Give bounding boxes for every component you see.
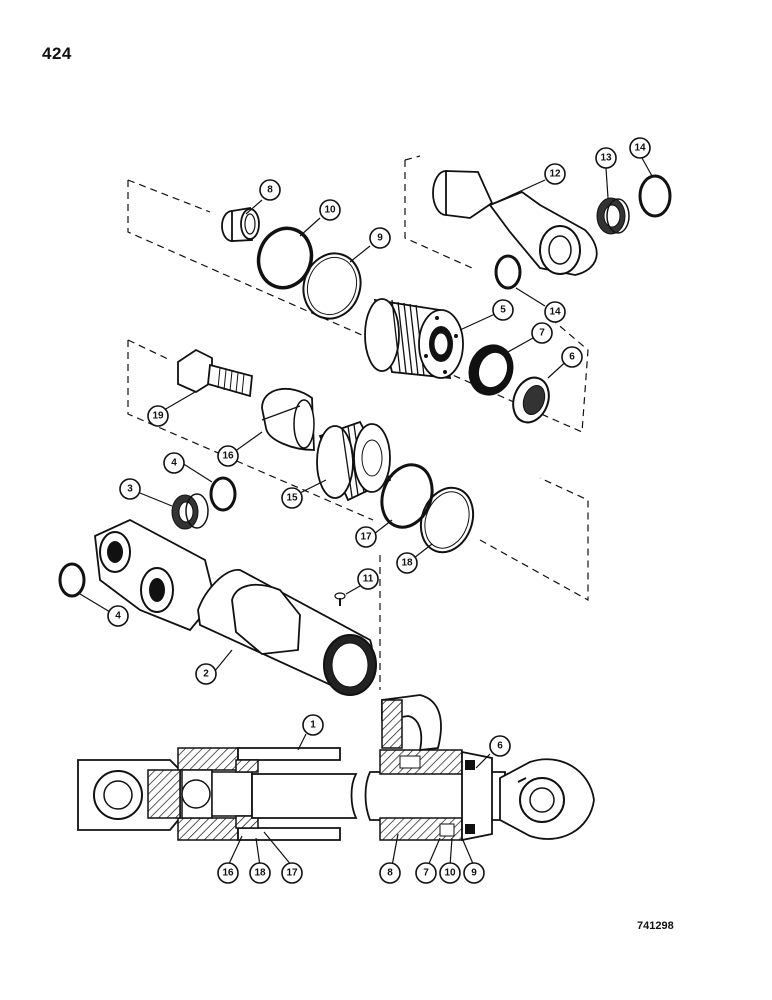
retaining-ring-part-4-lower [58, 562, 86, 598]
callout-8-section: 8 [379, 862, 401, 884]
callout-18: 18 [396, 552, 418, 574]
callout-2: 2 [195, 663, 217, 685]
retaining-ring-part-14-upper [638, 174, 672, 218]
callout-18-section: 18 [249, 862, 271, 884]
svg-text:7: 7 [423, 868, 429, 879]
svg-text:11: 11 [363, 574, 374, 585]
svg-text:14: 14 [549, 307, 561, 318]
wiper-part-6 [512, 376, 550, 424]
callout-15: 15 [281, 487, 303, 509]
svg-text:4: 4 [171, 458, 177, 469]
svg-text:6: 6 [569, 352, 575, 363]
svg-text:8: 8 [387, 868, 393, 879]
svg-text:9: 9 [471, 868, 477, 879]
svg-text:14: 14 [634, 143, 646, 154]
drawing-number: 741298 [637, 920, 674, 932]
bushing-part-8 [221, 206, 260, 242]
screw-part-11 [334, 592, 346, 606]
piston-group-outline [127, 339, 589, 690]
callout-7-section: 7 [415, 862, 437, 884]
bushing-part-3 [171, 493, 209, 530]
leader-lines [79, 157, 653, 867]
svg-text:16: 16 [222, 451, 234, 462]
callout-4: 4 [163, 452, 185, 474]
page-number: 424 [42, 44, 72, 63]
svg-text:12: 12 [549, 169, 561, 180]
svg-text:17: 17 [286, 868, 298, 879]
svg-text:15: 15 [286, 493, 298, 504]
bolt-part-19 [177, 348, 253, 398]
callout-1: 1 [302, 714, 324, 736]
piston-part-15 [316, 420, 392, 502]
svg-text:5: 5 [500, 305, 506, 316]
callout-4-lower: 4 [107, 605, 129, 627]
svg-text:6: 6 [497, 741, 503, 752]
callout-11: 11 [357, 568, 379, 590]
callout-14-lower: 14 [544, 301, 566, 323]
callout-19: 19 [147, 405, 169, 427]
wear-ring-part-16 [261, 388, 315, 451]
callout-17-section: 17 [281, 862, 303, 884]
seal-part-7 [468, 344, 514, 396]
backup-ring-part-18 [419, 486, 475, 554]
cylinder-barrel-part-2 [94, 518, 377, 696]
svg-text:10: 10 [324, 205, 336, 216]
callout-6: 6 [561, 346, 583, 368]
bushing-part-13 [596, 197, 630, 235]
svg-text:4: 4 [115, 611, 121, 622]
svg-text:18: 18 [401, 558, 413, 569]
svg-text:3: 3 [127, 484, 133, 495]
callout-9: 9 [369, 227, 391, 249]
svg-text:8: 8 [267, 185, 273, 196]
callout-14: 14 [629, 137, 651, 159]
callout-17: 17 [355, 526, 377, 548]
rod-group-outline [127, 155, 589, 433]
callout-7: 7 [531, 322, 553, 344]
callout-8: 8 [259, 179, 281, 201]
callout-10-section: 10 [439, 862, 461, 884]
callout-3: 3 [119, 478, 141, 500]
callout-6-section: 6 [489, 735, 511, 757]
svg-text:10: 10 [444, 868, 456, 879]
o-ring-part-17 [380, 463, 434, 529]
svg-text:13: 13 [600, 153, 612, 164]
callout-16: 16 [217, 445, 239, 467]
svg-text:7: 7 [539, 328, 545, 339]
svg-text:17: 17 [360, 532, 372, 543]
callout-5: 5 [492, 299, 514, 321]
svg-text:2: 2 [203, 669, 209, 680]
retaining-ring-part-4-upper [209, 476, 237, 512]
svg-text:1: 1 [310, 720, 316, 731]
assembled-cylinder-section [77, 694, 595, 842]
backup-ring-part-9 [302, 252, 362, 320]
callout-16-section: 16 [217, 862, 239, 884]
callout-12: 12 [544, 163, 566, 185]
svg-text:19: 19 [152, 411, 164, 422]
rod-eye-part-12 [432, 170, 598, 276]
callout-10: 10 [319, 199, 341, 221]
svg-text:18: 18 [254, 868, 266, 879]
retaining-ring-part-14-lower [494, 254, 522, 290]
gland-part-5 [364, 298, 464, 380]
callout-13: 13 [595, 147, 617, 169]
svg-text:16: 16 [222, 868, 234, 879]
o-ring-part-10 [256, 226, 314, 290]
callout-9-section: 9 [463, 862, 485, 884]
svg-text:9: 9 [377, 233, 383, 244]
